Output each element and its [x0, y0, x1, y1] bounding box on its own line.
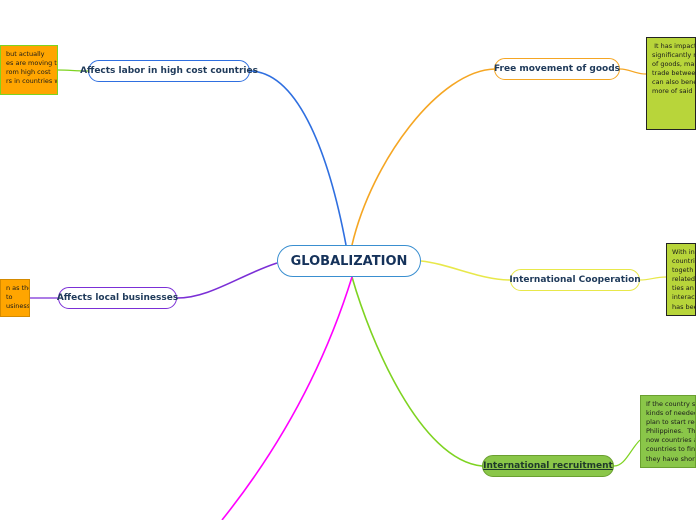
- note-free-movement[interactable]: It has impact significantly m of goods, …: [646, 37, 696, 130]
- topic-label: Affects labor in high cost countries: [80, 66, 258, 76]
- topic-affects-labor-high-cost[interactable]: Affects labor in high cost countries: [80, 60, 258, 82]
- branch-intl-recruitment: [351, 276, 614, 467]
- branch-intl-cooperation-note: [639, 276, 667, 281]
- topic-affects-local-businesses[interactable]: Affects local businesses: [56, 287, 179, 309]
- branch-intl-recruitment-note: [613, 439, 641, 467]
- topic-label: International recruitment: [483, 461, 613, 471]
- central-label: GLOBALIZATION: [290, 253, 408, 269]
- topic-label: Free movement of goods: [493, 64, 621, 74]
- branch-free-movement-note: [619, 68, 647, 75]
- note-labor[interactable]: but actually es are moving their rom hig…: [0, 45, 58, 95]
- branch-local-business: [58, 262, 278, 299]
- branch-labor: [88, 70, 347, 246]
- topic-label: International Cooperation: [509, 275, 641, 285]
- topic-international-cooperation[interactable]: International Cooperation: [509, 269, 641, 291]
- branch-labor-note: [57, 69, 89, 72]
- central-node-globalization[interactable]: GLOBALIZATION: [277, 245, 421, 277]
- branch-free-movement: [351, 68, 620, 246]
- topic-label: Affects local businesses: [56, 293, 179, 303]
- branch-intl-cooperation: [420, 260, 640, 281]
- note-intl-recruitment[interactable]: If the country st kinds of needed plan t…: [640, 395, 696, 468]
- branch-magenta: [221, 276, 353, 520]
- topic-free-movement-of-goods[interactable]: Free movement of goods: [494, 58, 620, 80]
- note-intl-cooperation[interactable]: With in countri togeth related ties an i…: [666, 243, 696, 316]
- note-local-business[interactable]: n as they to usiness .: [0, 279, 30, 317]
- topic-international-recruitment[interactable]: International recruitment: [482, 455, 614, 477]
